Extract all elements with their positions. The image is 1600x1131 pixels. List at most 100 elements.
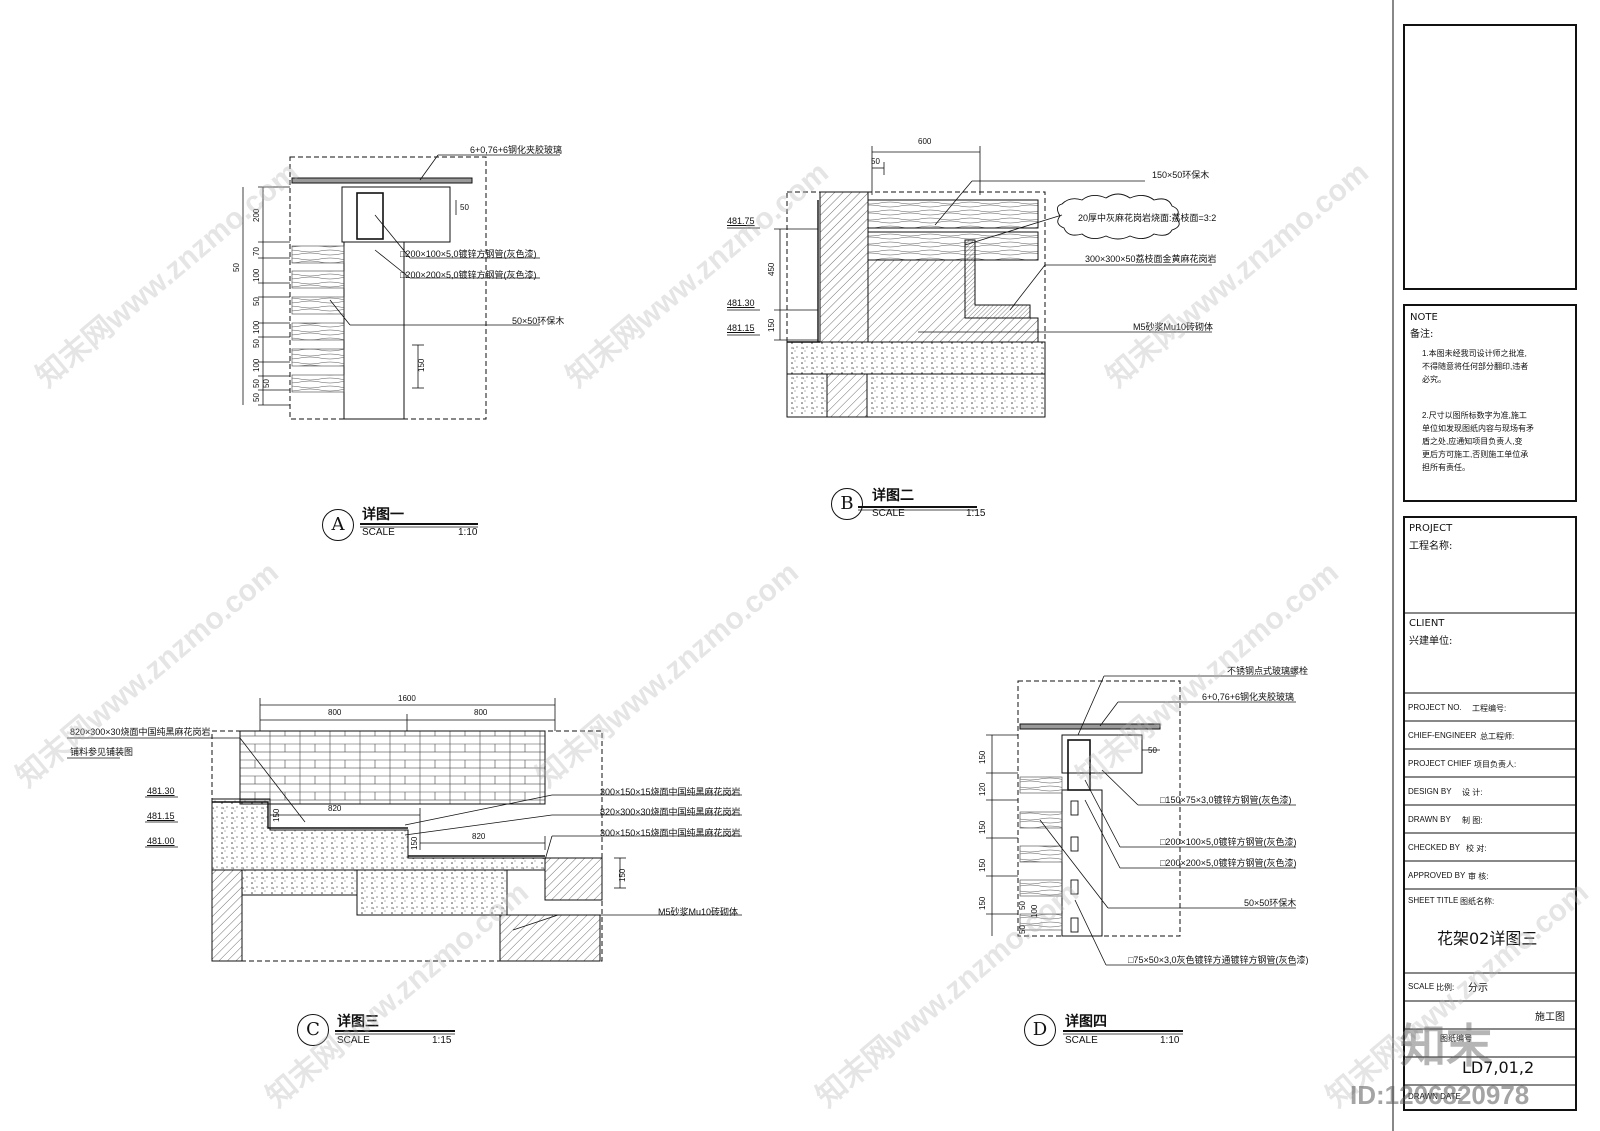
- detail-d-title: 详图四: [1065, 1014, 1107, 1030]
- detail-d-pipe-75-label: □75×50×3,0灰色镀锌方通镀锌方钢管(灰色漆): [1128, 955, 1309, 965]
- detail-c-drawing: [67, 698, 742, 1035]
- detail-b-dim-50: 50: [871, 157, 880, 166]
- detail-c-dim-150b: 150: [410, 836, 419, 850]
- detail-d-dim-150a: 150: [978, 750, 987, 764]
- detail-d-scale-value: 1:10: [1160, 1035, 1180, 1046]
- tb-stage: 施工图: [1535, 1012, 1565, 1023]
- detail-a-dim-50d: 50: [252, 379, 261, 388]
- tb-note2-line4: 更后方可施工,否则施工单位承: [1422, 450, 1529, 459]
- tb-row-chief-engineer-cn: 总工程师:: [1480, 732, 1515, 741]
- detail-c-elevation-1: 481.30: [147, 786, 175, 796]
- tb-note2-line1: 2.尺寸以图所标数字为准,施工: [1422, 411, 1527, 420]
- detail-c-dim-820a: 820: [328, 804, 342, 813]
- detail-b-granite-top-label: 20厚中灰麻花岗岩烧面:荔枝面=3:2: [1078, 213, 1217, 223]
- tb-row-project-chief-en: PROJECT CHIEF: [1408, 759, 1472, 768]
- tb-sheet-title: 花架02详图三: [1437, 929, 1538, 948]
- detail-a-dim-150: 150: [417, 358, 426, 372]
- detail-b-wood-label: 150×50环保木: [1152, 170, 1210, 180]
- detail-a-dim-100c: 100: [252, 358, 261, 372]
- tb-scale-cn: 比例:: [1436, 983, 1455, 992]
- detail-d-pipe-200x200-label: □200×200×5,0镀锌方钢管(灰色漆): [1160, 858, 1297, 868]
- tb-note1-line2: 不得随意将任何部分翻印,违者: [1422, 362, 1529, 371]
- tb-note-cn: 备注:: [1410, 329, 1434, 340]
- tb-row-approved-en: APPROVED BY: [1408, 871, 1466, 880]
- detail-c-dim-150c: 150: [618, 868, 627, 882]
- title-block-frame: [1392, 0, 1577, 1131]
- detail-d-dim-120: 120: [978, 782, 987, 796]
- detail-d-dim-50b: 50: [1018, 925, 1027, 934]
- tb-row-checked-cn: 校 对:: [1466, 844, 1487, 853]
- detail-c-paving-ref-label: 铺料参见铺装图: [70, 747, 134, 757]
- tb-row-project-no-en: PROJECT NO.: [1408, 703, 1462, 712]
- detail-b-elevation-2: 481.30: [727, 298, 755, 308]
- detail-a-drawing: [242, 154, 560, 528]
- detail-a-scale-label: SCALE: [362, 527, 395, 538]
- tb-note1-line3: 必究。: [1422, 375, 1446, 384]
- tb-row-approved-cn: 审 核:: [1468, 872, 1489, 881]
- detail-c-layer2-label: 820×300×30烧面中国纯黑麻花岗岩: [600, 807, 741, 817]
- tb-sheet-title-cn: 图纸名称:: [1460, 897, 1495, 906]
- tb-date-label: DRAWN DATE: [1408, 1092, 1461, 1101]
- detail-d-dim-150b: 150: [978, 820, 987, 834]
- detail-d-scale-label: SCALE: [1065, 1035, 1098, 1046]
- detail-d-circle: D: [1024, 1014, 1056, 1046]
- detail-d-dim-150d: 150: [978, 896, 987, 910]
- detail-d-wood-label: 50×50环保木: [1244, 898, 1297, 908]
- detail-b-title: 详图二: [872, 488, 914, 504]
- detail-a-glass-label: 6+0,76+6钢化夹胶玻璃: [470, 145, 563, 155]
- detail-b-masonry-label: M5砂浆Mu10砖砌体: [1133, 322, 1214, 332]
- detail-c-title: 详图三: [337, 1014, 379, 1030]
- detail-a-pipe-200x200-label: □200×200×5,0镀锌方钢管(灰色漆): [400, 270, 537, 280]
- tb-row-drawn-cn: 制 图:: [1462, 816, 1483, 825]
- tb-drawing-no: LD7,01,2: [1462, 1058, 1535, 1077]
- tb-note2-line2: 单位如发现图纸内容与现场有矛: [1422, 424, 1534, 433]
- detail-d-dim-50c: 50: [1148, 746, 1157, 755]
- detail-d-bolt-label: 不锈钢点式玻璃螺栓: [1227, 666, 1309, 676]
- detail-d-pipe-200x100-label: □200×100×5,0镀锌方钢管(灰色漆): [1160, 837, 1297, 847]
- tb-row-design-en: DESIGN BY: [1408, 787, 1452, 796]
- tb-row-project-no-cn: 工程编号:: [1472, 704, 1507, 713]
- watermark-logo: 知末: [1400, 1019, 1492, 1073]
- detail-d-dim-100: 100: [1030, 904, 1039, 918]
- tb-note2-line3: 盾之处,应通知项目负责人,变: [1422, 437, 1523, 446]
- detail-c-circle: C: [297, 1014, 329, 1046]
- tb-client-en: CLIENT: [1409, 618, 1445, 629]
- detail-d-pipe-150-label: □150×75×3,0镀锌方钢管(灰色漆): [1160, 795, 1292, 805]
- tb-sheet-title-en: SHEET TITLE: [1408, 896, 1459, 905]
- detail-b-elevation-3: 481.15: [727, 323, 755, 333]
- detail-b-drawing: [727, 146, 1212, 511]
- detail-c-layer3-label: 300×150×15烧面中国纯黑麻花岗岩: [600, 828, 741, 838]
- detail-a-dim-50-total: 50: [232, 263, 241, 272]
- tb-note2-line5: 担所有责任。: [1422, 463, 1470, 472]
- detail-a-circle: A: [322, 509, 354, 541]
- detail-d-dim-50a: 50: [1018, 901, 1027, 910]
- detail-c-dim-800a: 800: [328, 708, 342, 717]
- detail-b-dim-600: 600: [918, 137, 932, 146]
- tb-row-drawn-en: DRAWN BY: [1408, 815, 1451, 824]
- tb-drawing-no-label: 图纸编号: [1440, 1034, 1472, 1043]
- detail-a-pipe-200x100-label: □200×100×5,0镀锌方钢管(灰色漆): [400, 249, 537, 259]
- tb-row-project-chief-cn: 项目负责人:: [1474, 760, 1517, 769]
- tb-note-en: NOTE: [1410, 312, 1438, 323]
- detail-a-dim-50c: 50: [252, 339, 261, 348]
- tb-row-design-cn: 设 计:: [1462, 788, 1483, 797]
- tb-scale-en: SCALE: [1408, 982, 1435, 991]
- detail-c-masonry-label: M5砂浆Mu10砖砌体: [658, 907, 739, 917]
- detail-a-dim-50: 50: [460, 203, 469, 212]
- detail-b-elevation-1: 481.75: [727, 216, 755, 226]
- detail-c-layer1-label: 300×150×15烧面中国纯黑麻花岗岩: [600, 787, 741, 797]
- watermark-id: ID:1206820978: [1350, 1080, 1530, 1110]
- detail-a-dim-50b: 50: [252, 297, 261, 306]
- detail-c-scale-value: 1:15: [432, 1035, 452, 1046]
- detail-a-dim-50e: 50: [262, 379, 271, 388]
- tb-note1-line1: 1.本图未经我司设计师之批准,: [1422, 349, 1527, 358]
- detail-b-scale-label: SCALE: [872, 508, 905, 519]
- detail-c-dim-820b: 820: [472, 832, 486, 841]
- detail-c-top-granite-label: 820×300×30烧面中国纯黑麻花岗岩: [70, 727, 211, 737]
- detail-a-dim-200: 200: [252, 208, 261, 222]
- detail-b-granite-block-label: 300×300×50荔枝面金黄麻花岗岩: [1085, 254, 1217, 264]
- detail-a-dim-50f: 50: [252, 393, 261, 402]
- detail-c-elevation-2: 481.15: [147, 811, 175, 821]
- detail-b-dim-450: 450: [767, 262, 776, 276]
